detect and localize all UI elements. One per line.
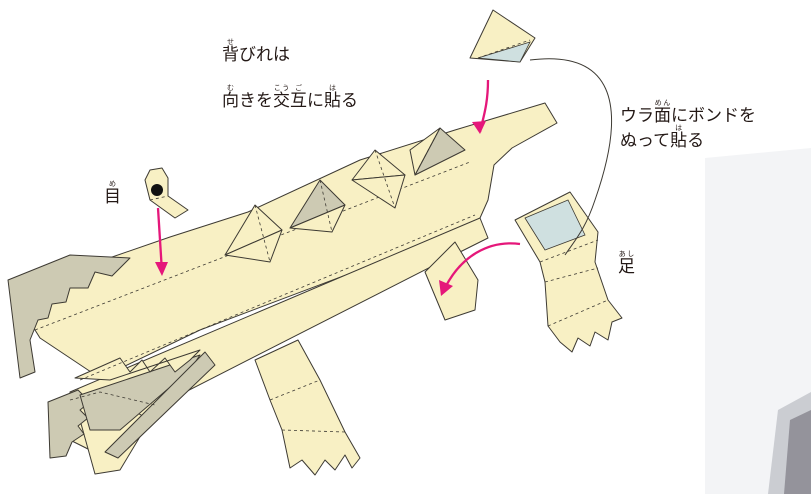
eye-dot-icon — [151, 184, 163, 196]
text-segment: に — [307, 91, 324, 111]
leg-label: 足あし — [618, 250, 635, 276]
ruby-word: 背せ — [222, 38, 239, 65]
ruby-word: 交こう — [273, 84, 290, 111]
text-segment: ウラ — [620, 106, 654, 126]
glue-area — [524, 199, 586, 251]
ruby-word: 向む — [222, 84, 239, 111]
pink-arrow-icon — [156, 207, 164, 273]
fin-2-flat — [289, 204, 346, 233]
photo-corner — [705, 148, 811, 494]
snout-strip — [104, 351, 216, 459]
back-fin-note-line2: 向むきを交こう互ごに貼はる — [222, 84, 358, 110]
text-segment: にボンドを — [671, 106, 756, 126]
ruby-word: 足あし — [618, 250, 635, 277]
ruby-word: 貼は — [324, 84, 341, 111]
glue-note-line2: ぬって貼はる — [620, 124, 704, 150]
jaw-teeth — [74, 349, 201, 381]
ruby-word: 貼は — [670, 124, 688, 151]
crocodile-body — [7, 102, 558, 475]
text-segment: ぬって — [620, 131, 671, 151]
fin-3-flat — [351, 174, 406, 209]
back-fins — [224, 127, 466, 263]
text-segment: る — [341, 91, 358, 111]
eye-label: 目め — [104, 180, 121, 206]
body-main — [29, 102, 558, 379]
leg-part — [514, 191, 623, 353]
upper-teeth — [7, 254, 131, 379]
leader-line-icon — [529, 58, 613, 256]
ruby-word: 面めん — [654, 99, 671, 126]
ruby-word: 目め — [104, 180, 121, 207]
pink-arrow-icon — [441, 242, 521, 293]
rear-leg — [254, 339, 361, 476]
fin-glue-area — [477, 41, 531, 63]
text-segment: きを — [239, 91, 273, 111]
back-fin-note-line1: 背せびれは — [222, 38, 290, 64]
glue-note-line1: ウラ面めんにボンドを — [620, 99, 756, 125]
ruby-word: 互ご — [290, 84, 307, 111]
text-segment: びれは — [239, 45, 290, 65]
fin-part — [469, 9, 536, 63]
arrowheads — [155, 121, 486, 296]
text-segment: る — [687, 131, 705, 151]
eye-part — [144, 167, 189, 219]
